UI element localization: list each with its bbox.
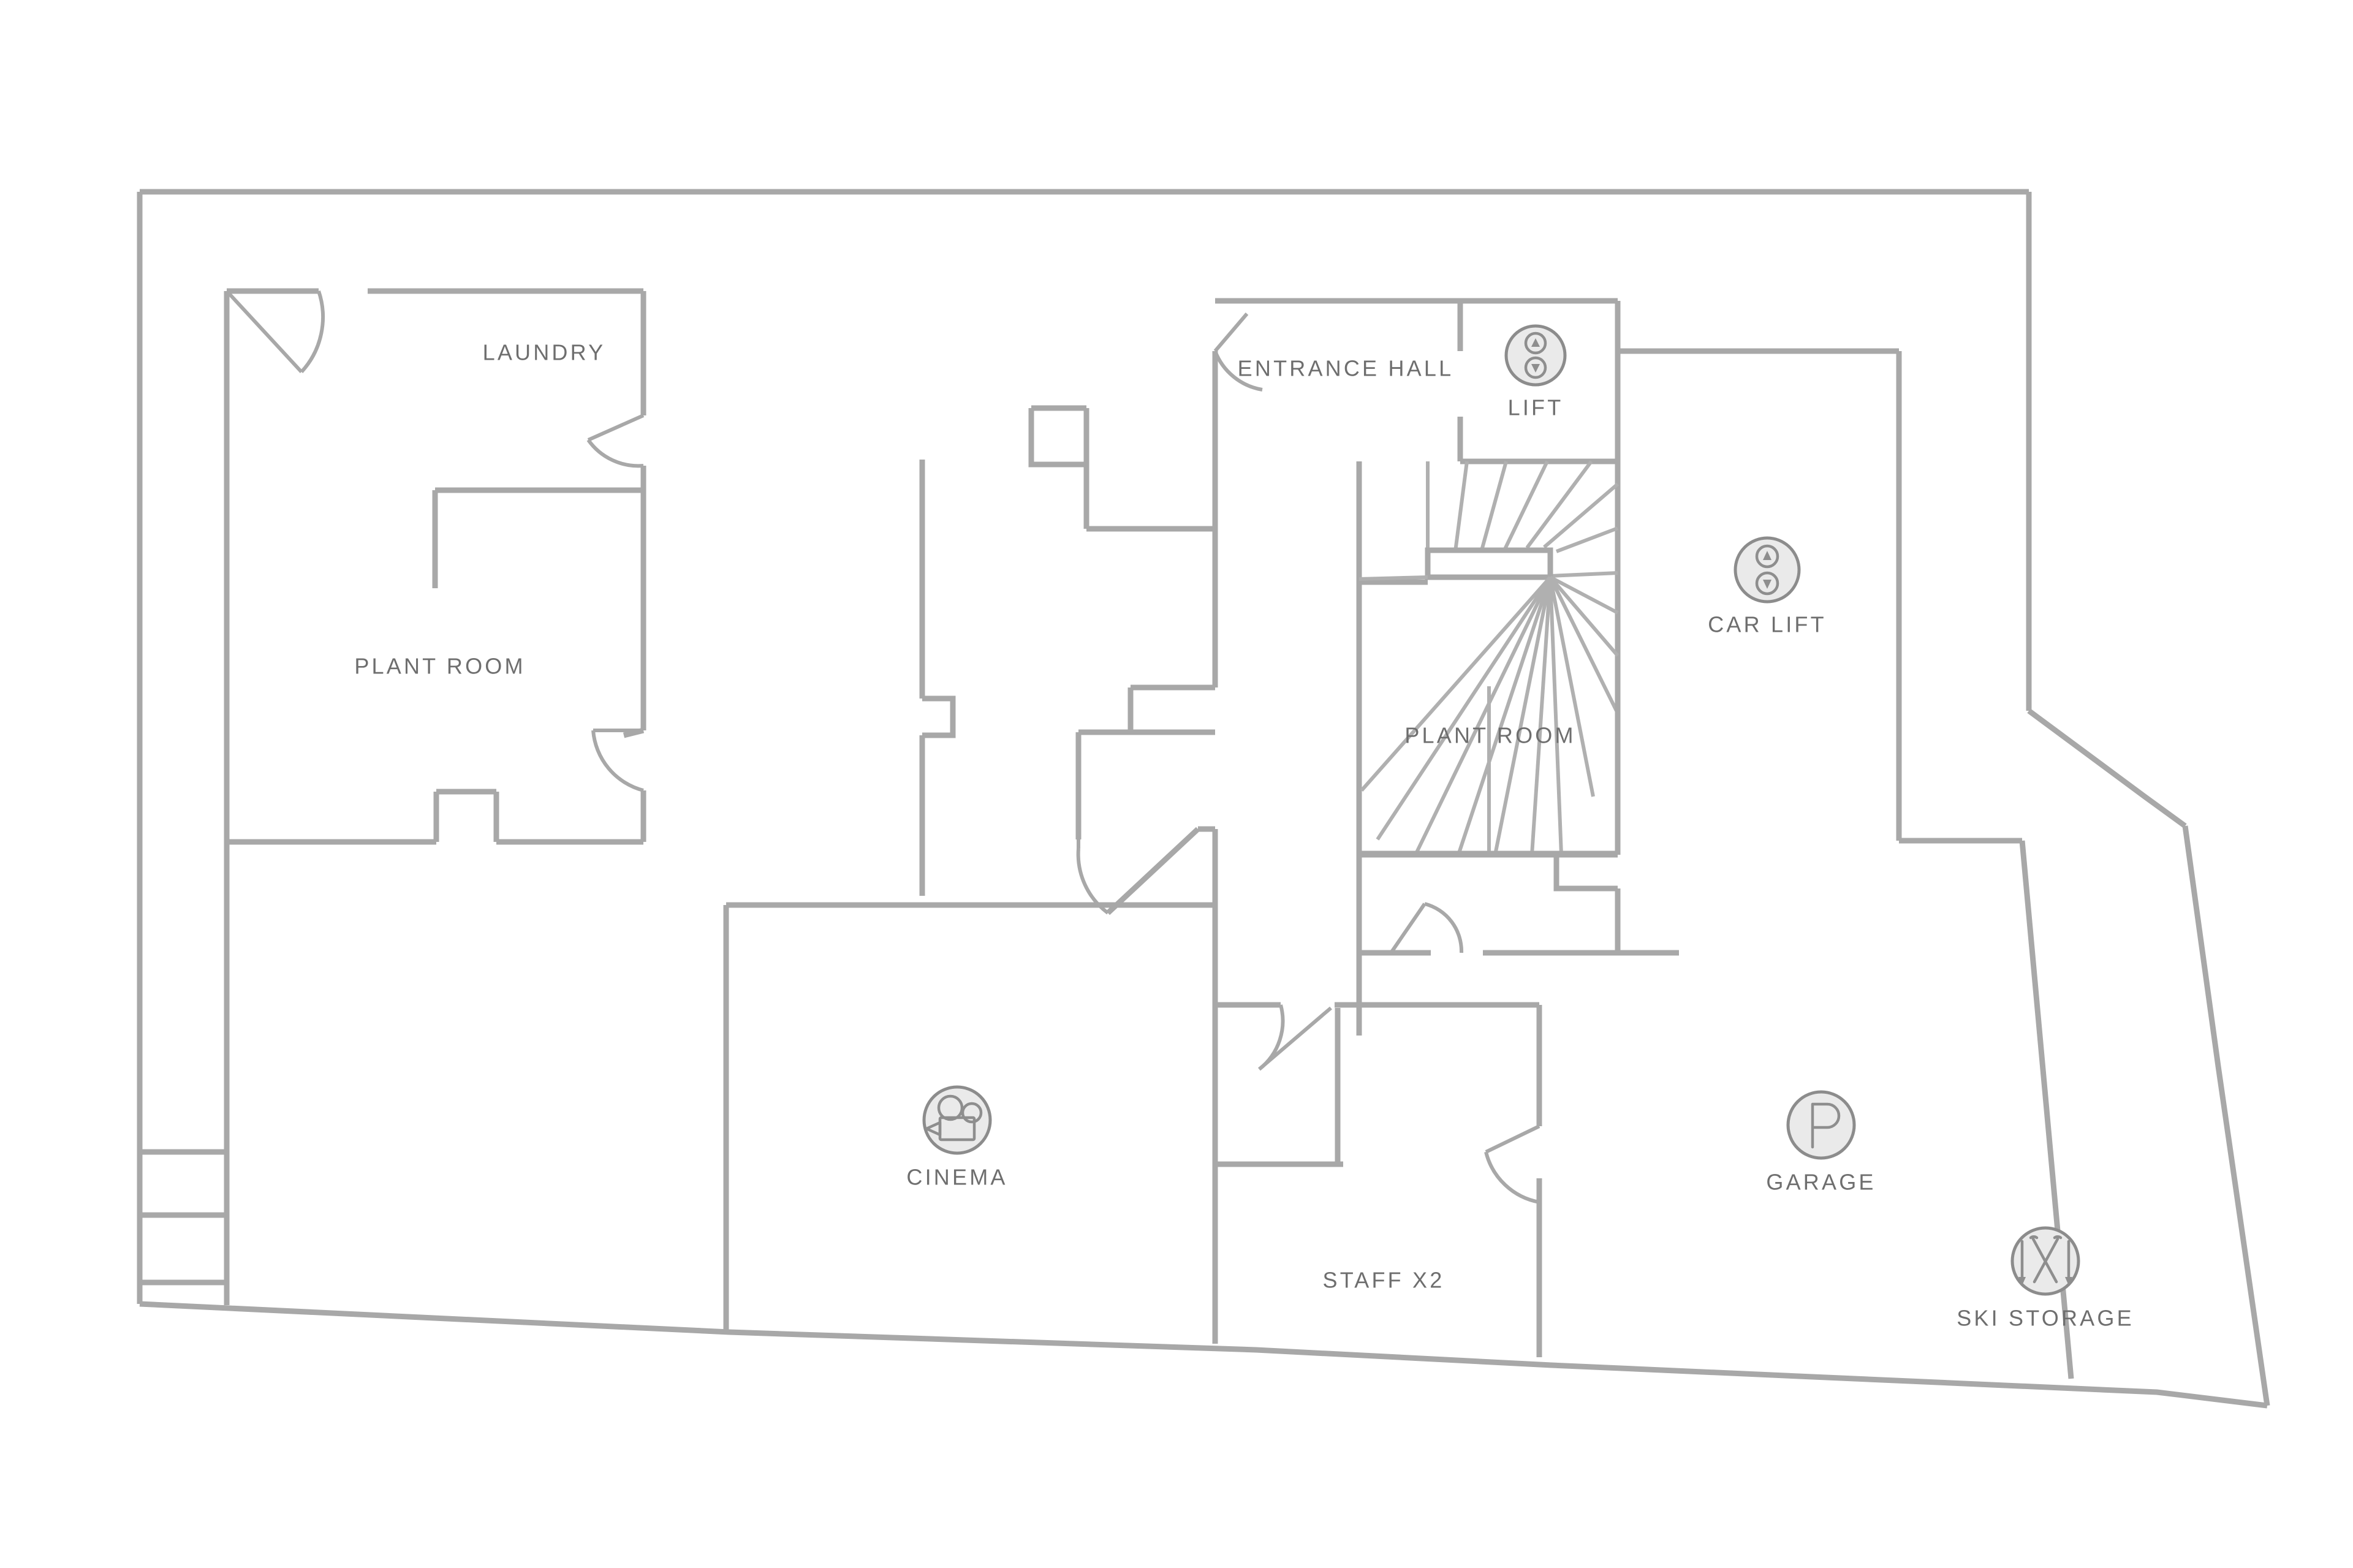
garage-walls <box>1618 348 2074 1379</box>
badge-cinema[interactable]: CINEMA <box>906 1085 1007 1190</box>
room-label-plant-room-2: PLANT ROOM <box>1404 723 1575 748</box>
bottom-left-stack <box>140 1149 227 1286</box>
car-lift-badge-label: CAR LIFT <box>1708 612 1827 637</box>
outer-boundary-walls <box>137 189 2270 1409</box>
crossed-skis-icon <box>2018 1235 2072 1286</box>
room-label-staff-x2: STAFF X2 <box>1323 1268 1445 1293</box>
lift-badge-label: LIFT <box>1508 395 1564 420</box>
central-corridor-walls <box>919 351 1218 987</box>
lift-badge-circle <box>1504 324 1567 387</box>
movie-camera-icon <box>925 1094 983 1142</box>
garage-badge-circle <box>1786 1090 1856 1160</box>
entrance-hall-walls <box>1213 298 1621 892</box>
badge-lift[interactable]: LIFT <box>1504 324 1567 420</box>
room-label-laundry: LAUNDRY <box>483 340 606 365</box>
car-lift-badge-circle <box>1733 536 1801 604</box>
staff-room-walls <box>1212 987 1542 1357</box>
lift-icon <box>1524 331 1547 379</box>
ski-storage-badge-label: SKI STORAGE <box>1957 1306 2134 1331</box>
badge-ski-storage[interactable]: SKI STORAGE <box>1957 1226 2134 1331</box>
laundry-plant-room-block <box>225 288 646 845</box>
badge-garage[interactable]: GARAGE <box>1766 1090 1876 1195</box>
room-labels: LAUNDRY PLANT ROOM ENTRANCE HALL PLANT R… <box>354 340 1575 1293</box>
badge-car-lift[interactable]: CAR LIFT <box>1708 536 1827 637</box>
plant-room-2-enclosure <box>1356 858 1679 1036</box>
cinema-room-walls <box>723 902 1215 1331</box>
staircase-treads <box>1358 460 1620 856</box>
room-label-plant-room-1: PLANT ROOM <box>354 654 525 679</box>
garage-badge-label: GARAGE <box>1766 1170 1876 1195</box>
parking-p-icon <box>1811 1102 1841 1149</box>
lift-icon <box>1755 544 1779 596</box>
room-label-entrance-hall: ENTRANCE HALL <box>1238 356 1454 381</box>
cinema-badge-label: CINEMA <box>906 1165 1007 1190</box>
